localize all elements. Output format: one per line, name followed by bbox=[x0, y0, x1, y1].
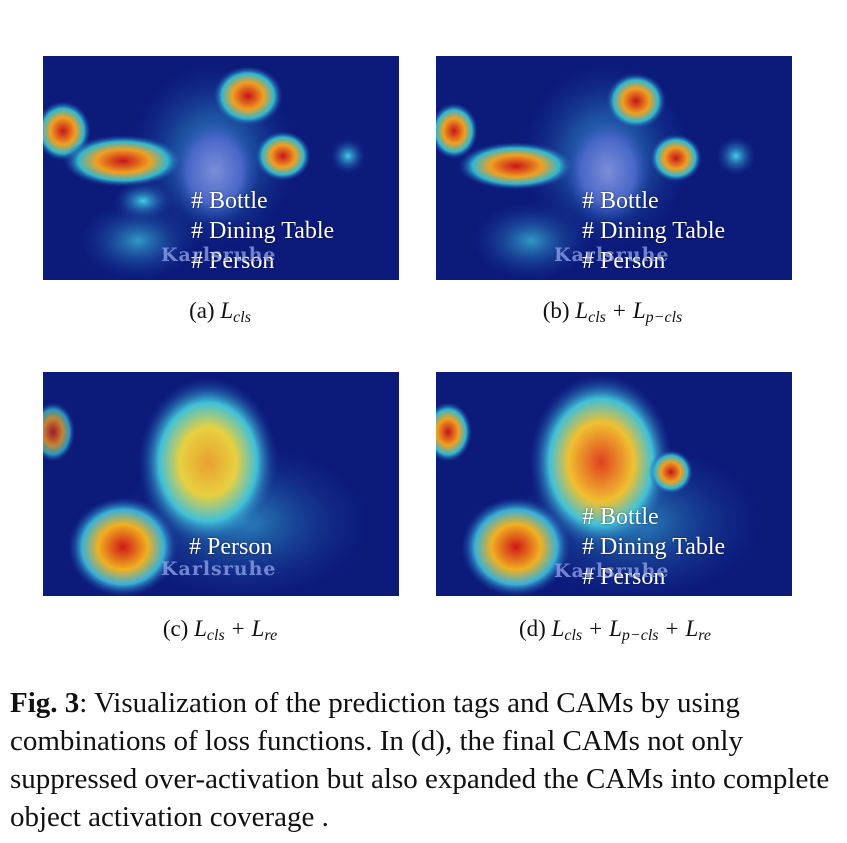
loss-subscript: p−cls bbox=[621, 627, 659, 644]
prediction-tags: # Person bbox=[189, 532, 272, 562]
prediction-tags: # Bottle # Dining Table # Person bbox=[582, 186, 725, 276]
subcaption-a: (a) Lcls bbox=[150, 298, 290, 327]
tag-dining-table: # Dining Table bbox=[191, 218, 335, 244]
cam-image-b: # Bottle # Dining Table # Person Karlsru… bbox=[436, 56, 792, 280]
plus-operator: + bbox=[589, 616, 603, 641]
loss-subscript: cls bbox=[206, 627, 225, 644]
plus-operator: + bbox=[231, 616, 245, 641]
loss-subscript: cls bbox=[564, 627, 583, 644]
cam-image-a: # Bottle # Dining Table # Person Karlsru… bbox=[43, 56, 399, 280]
loss-symbol: L bbox=[575, 298, 589, 323]
watermark: Karlsruhe bbox=[554, 560, 670, 582]
prediction-tags: # Bottle # Dining Table # Person bbox=[582, 502, 725, 592]
loss-symbol: L bbox=[194, 616, 207, 641]
subcaption-d: (d) Lcls+Lp−cls+Lre bbox=[465, 616, 765, 645]
loss-symbol: L bbox=[551, 616, 565, 641]
tag-bottle: # Bottle bbox=[582, 504, 659, 530]
loss-symbol: L bbox=[220, 298, 234, 323]
figure-label: Fig. 3 bbox=[10, 687, 80, 719]
plus-operator: + bbox=[665, 616, 679, 641]
figure-caption-text: : Visualization of the prediction tags a… bbox=[10, 687, 830, 833]
tag-bottle: # Bottle bbox=[191, 188, 268, 214]
watermark: Karlsruhe bbox=[161, 244, 277, 266]
tag-dining-table: # Dining Table bbox=[582, 534, 726, 560]
loss-symbol: L bbox=[632, 298, 646, 323]
heatmap-image-d bbox=[436, 372, 792, 596]
tag-dining-table: # Dining Table bbox=[582, 218, 726, 244]
subcaption-label: (b) bbox=[542, 298, 570, 323]
tag-person: # Person bbox=[582, 248, 666, 274]
watermark: Karlsruhe bbox=[161, 558, 277, 580]
loss-subscript: cls bbox=[233, 309, 251, 326]
cam-image-c: # Person Karlsruhe bbox=[43, 372, 399, 596]
cam-image-d: # Bottle # Dining Table # Person Karlsru… bbox=[436, 372, 792, 596]
loss-subscript: p−cls bbox=[645, 309, 683, 326]
loss-symbol: L bbox=[685, 616, 699, 641]
subcaption-b: (b) Lcls+Lp−cls bbox=[505, 298, 720, 327]
plus-operator: + bbox=[612, 298, 626, 323]
tag-bottle: # Bottle bbox=[582, 188, 659, 214]
subcaption-label: (a) bbox=[189, 298, 215, 323]
figure-caption: Fig. 3: Visualization of the prediction … bbox=[10, 684, 830, 836]
loss-subscript: cls bbox=[588, 309, 606, 326]
tag-person: # Person bbox=[189, 534, 273, 560]
heatmap-image-c bbox=[43, 372, 399, 596]
heatmap-image-b bbox=[436, 56, 792, 280]
loss-symbol: L bbox=[251, 616, 265, 641]
subcaption-label: (d) bbox=[518, 616, 546, 641]
heatmap-image-a bbox=[43, 56, 399, 280]
subcaption-label: (c) bbox=[162, 616, 189, 641]
loss-symbol: L bbox=[609, 616, 622, 641]
prediction-tags: # Bottle # Dining Table # Person bbox=[191, 186, 334, 276]
loss-subscript: re bbox=[264, 627, 278, 644]
subcaption-c: (c) Lcls+Lre bbox=[120, 616, 320, 645]
watermark: Karlsruhe bbox=[554, 244, 670, 266]
tag-person: # Person bbox=[191, 248, 275, 274]
tag-person: # Person bbox=[582, 564, 666, 590]
loss-subscript: re bbox=[698, 627, 712, 644]
